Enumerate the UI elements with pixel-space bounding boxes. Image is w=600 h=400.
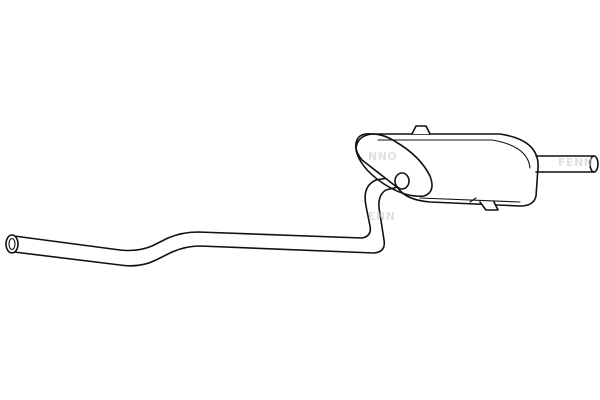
silencer-top-seam xyxy=(377,139,531,169)
pipe-inlet-end xyxy=(5,234,19,254)
pipe-inlet-opening xyxy=(5,234,19,254)
silencer-front-face xyxy=(355,133,433,198)
silencer-inlet-collar xyxy=(394,172,410,190)
watermark-left: NNO xyxy=(368,150,397,163)
tail-pipe-outlet xyxy=(589,155,599,173)
bottom-mounting-bracket xyxy=(479,201,499,211)
silencer-bottom-flange xyxy=(419,197,521,203)
watermark-right: FENN xyxy=(558,156,593,169)
pipe-inlet-inner-rim xyxy=(8,237,16,251)
front-pipe-upper-edge xyxy=(13,175,401,252)
top-mounting-bracket xyxy=(411,125,431,135)
bottom-bracket-tab xyxy=(469,197,477,203)
watermark-lower: ENN xyxy=(368,210,395,223)
mounting-brackets xyxy=(411,125,499,211)
rear-silencer xyxy=(354,133,539,207)
front-pipe-lower-edge xyxy=(13,185,403,267)
front-pipe xyxy=(13,175,403,267)
tail-pipe xyxy=(535,155,599,173)
